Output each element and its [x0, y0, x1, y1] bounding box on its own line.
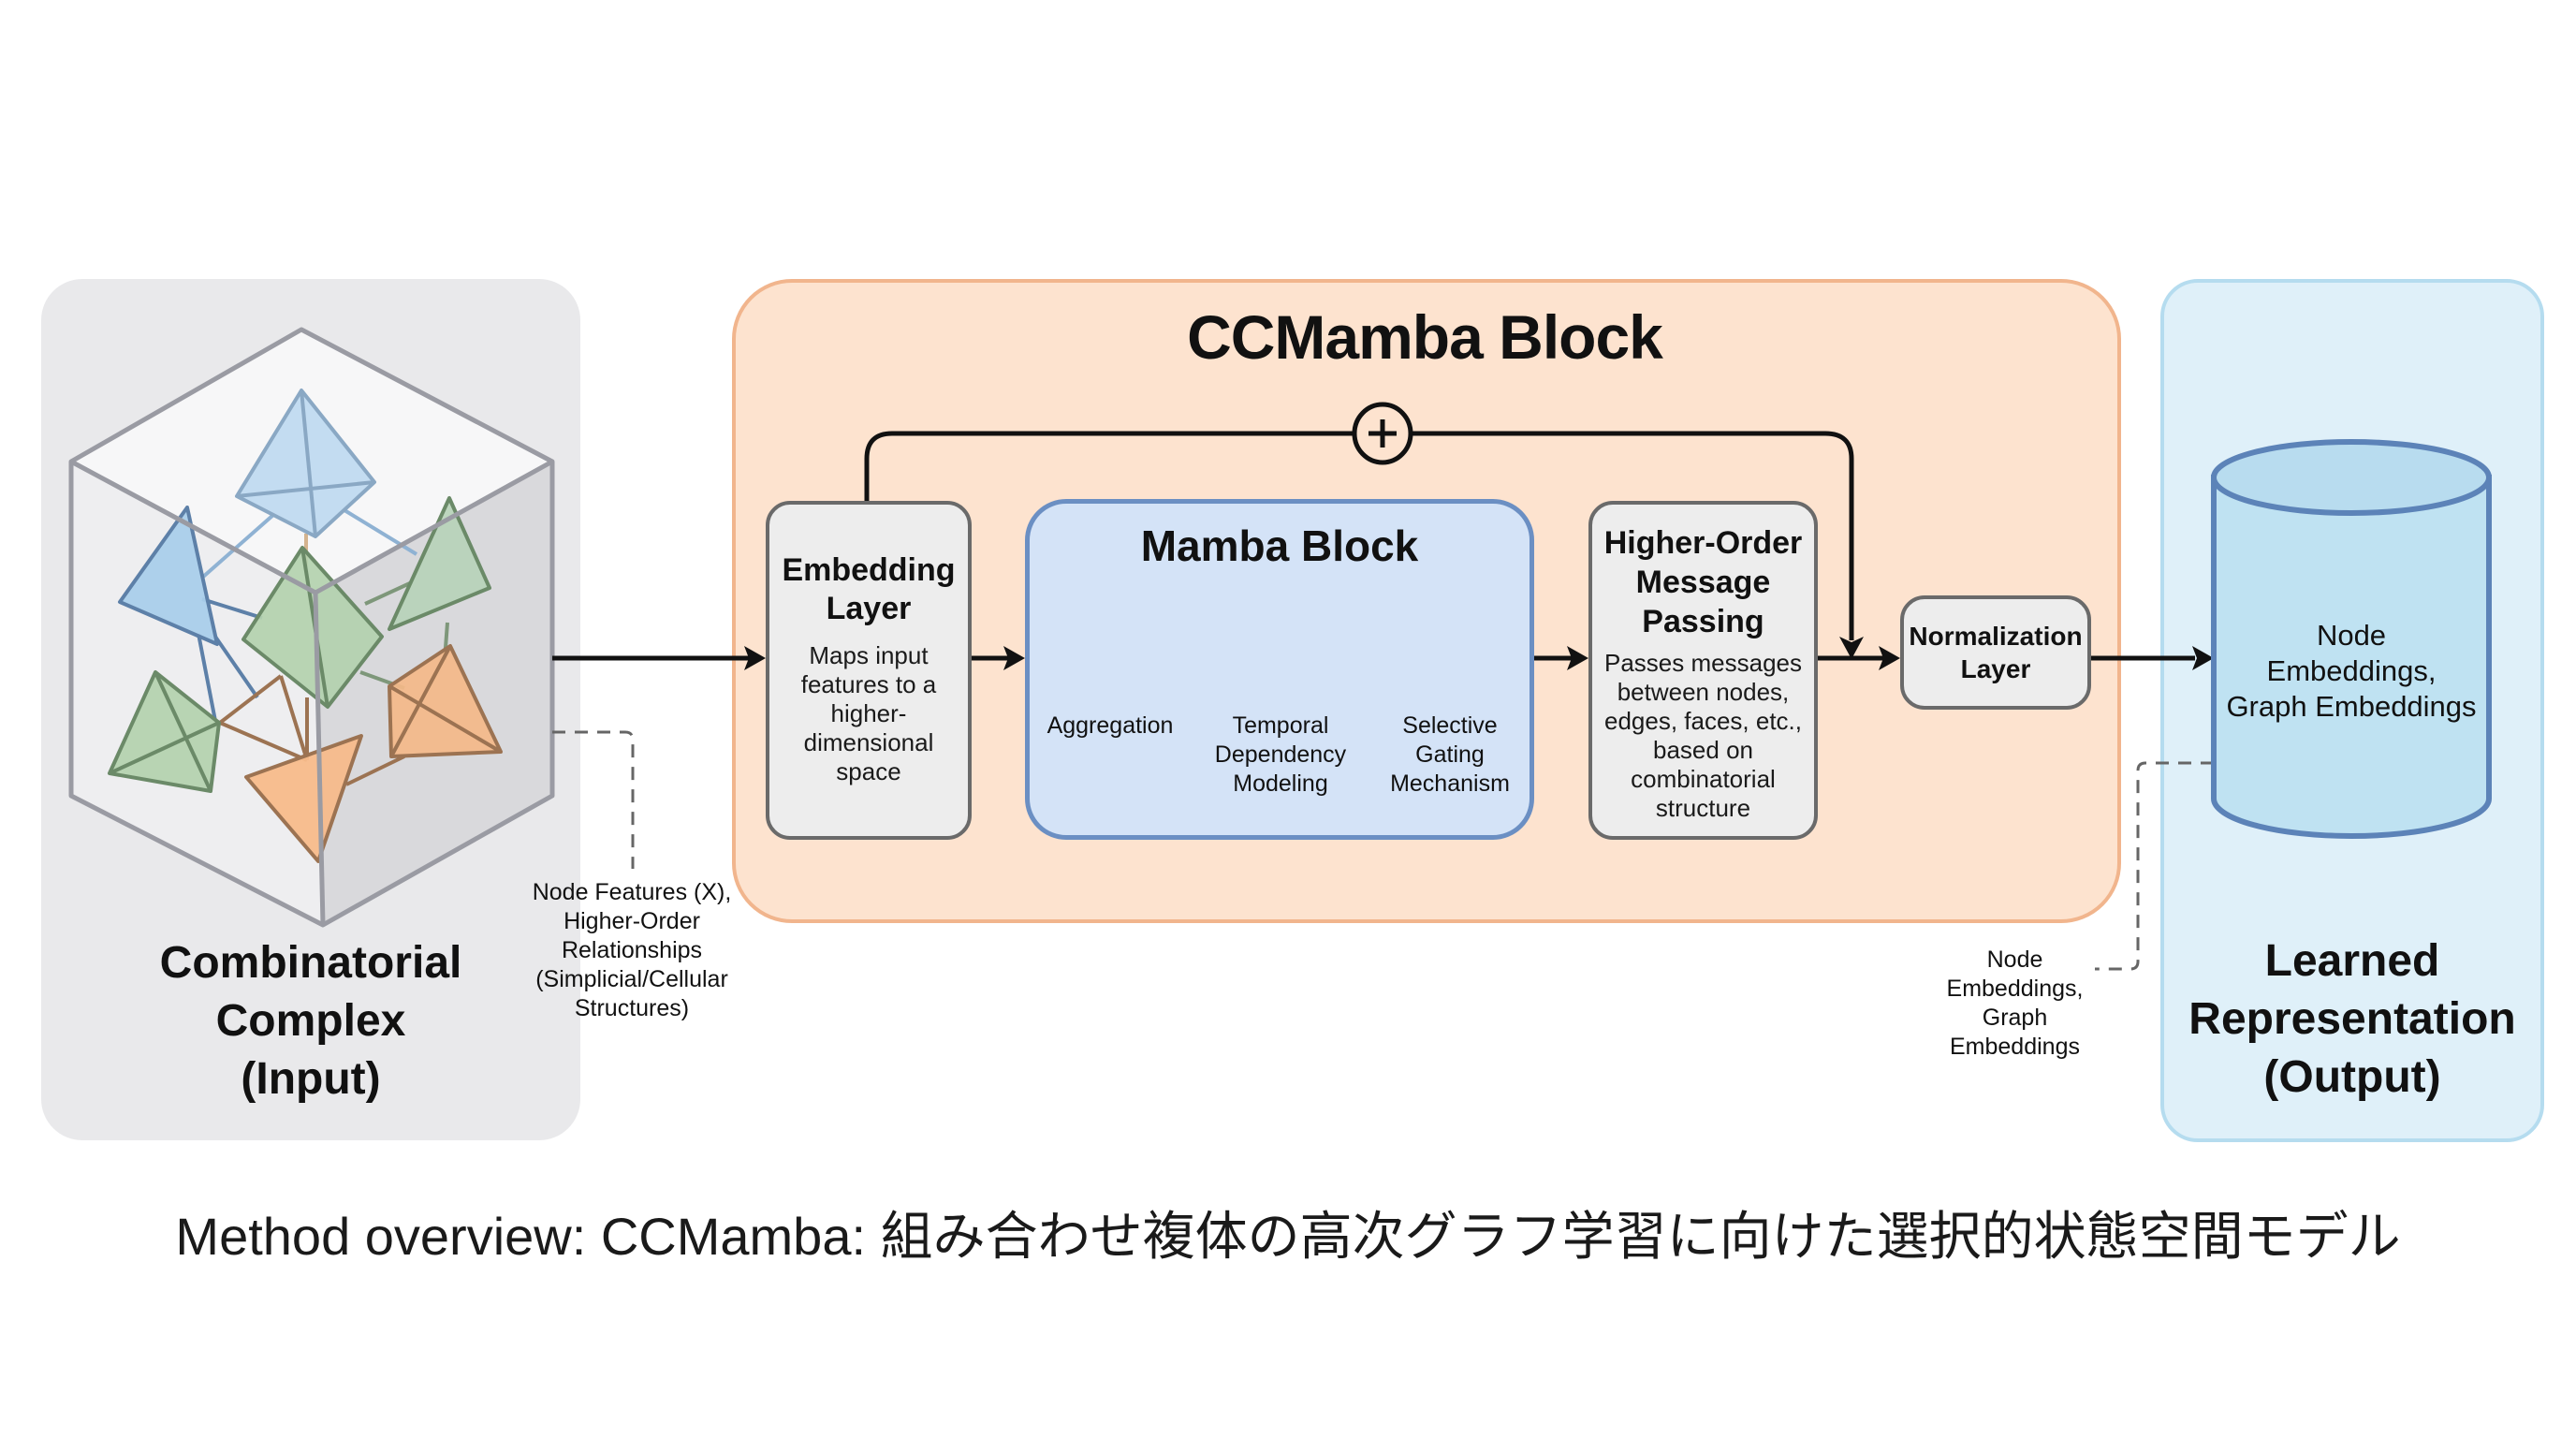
- output-title-line: (Output): [2263, 1052, 2441, 1102]
- output-title-line: Representation: [2188, 994, 2516, 1044]
- input-annotation-line: [552, 730, 635, 869]
- title-line: Passing: [1642, 604, 1764, 639]
- mamba-block-box: [1025, 499, 1534, 840]
- figure-caption: Method overview: CCMamba: 組み合わせ複体の高次グラフ学…: [175, 1207, 2401, 1266]
- label-line: Gating: [1415, 741, 1485, 768]
- embedding-layer-box: Embedding Layer Maps input features to a…: [766, 501, 972, 840]
- title-line: Higher-Order: [1603, 525, 1803, 561]
- desc-line: between nodes,: [1617, 678, 1790, 706]
- arrowhead-normalization: [1879, 646, 1900, 670]
- desc-line: space: [836, 757, 901, 785]
- annotation-dashed-lines: [552, 730, 2214, 971]
- cylinder-label: Node Embeddings, Graph Embeddings: [2214, 618, 2489, 725]
- desc-line: Maps input: [809, 641, 929, 669]
- desc-line: higher-: [830, 699, 907, 727]
- arrowheads: [744, 637, 2214, 670]
- label-line: Embeddings,: [2266, 654, 2437, 687]
- label-line: Embeddings: [1950, 1034, 2080, 1060]
- mamba-item-gating-label: Selective Gating Mechanism: [1370, 712, 1530, 799]
- label-line: Mechanism: [1390, 770, 1510, 797]
- green-triangle-right: [388, 496, 491, 631]
- arrowhead-message-passing: [1567, 646, 1588, 670]
- desc-line: Passes messages: [1604, 649, 1802, 677]
- cube-left-face: [71, 462, 323, 925]
- input-features-label: Node Features (X), Higher-Order Relation…: [505, 878, 758, 1023]
- mamba-item-temporal-label: Temporal Dependency Modeling: [1201, 712, 1360, 799]
- label-line: Graph Embeddings: [2226, 690, 2477, 723]
- label-line: Node: [1986, 946, 2043, 973]
- title-line: Normalization: [1909, 622, 2083, 651]
- arrowhead-mamba: [1003, 646, 1025, 670]
- desc-line: edges, faces, etc.,: [1603, 707, 1802, 735]
- green-tetrahedron-left: [108, 670, 221, 793]
- label-line: Graph: [1982, 1005, 2048, 1031]
- title-line: Embedding: [782, 552, 956, 588]
- message-passing-description: Passes messages between nodes, edges, fa…: [1604, 649, 1802, 823]
- output-panel-title: Learned Representation (Output): [2160, 932, 2544, 1107]
- cube-edges: [68, 327, 555, 928]
- label-line: Temporal: [1232, 712, 1329, 739]
- mamba-item-aggregation-label: Aggregation: [1035, 712, 1185, 741]
- desc-line: structure: [1655, 794, 1751, 822]
- arrowhead-output: [2192, 646, 2214, 670]
- label-line: Selective: [1402, 712, 1498, 739]
- label-line: Modeling: [1233, 770, 1328, 797]
- title-line: Message: [1635, 565, 1771, 600]
- message-passing-box: Higher-Order Message Passing Passes mess…: [1588, 501, 1818, 840]
- output-embeddings-label: Node Embeddings, Graph Embeddings: [1928, 946, 2101, 1062]
- message-passing-title: Higher-Order Message Passing: [1604, 523, 1803, 641]
- output-annotation-line: [2095, 761, 2214, 971]
- title-line: Layer: [1960, 654, 2031, 683]
- input-title-line: Combinatorial: [159, 938, 462, 988]
- label-line: Embeddings,: [1946, 976, 2084, 1002]
- blue-triangle-left: [118, 506, 219, 646]
- blue-tetrahedron-top: [235, 389, 376, 538]
- input-title-line: (Input): [241, 1054, 381, 1104]
- mamba-block-title: Mamba Block: [1140, 521, 1419, 570]
- arrowhead-embedding: [744, 646, 766, 670]
- normalization-layer-box: Normalization Layer: [1900, 595, 2091, 710]
- input-title-line: Complex: [215, 996, 406, 1046]
- label-line: Relationships: [561, 937, 703, 963]
- orange-triangle-center: [244, 734, 363, 863]
- label-line: Aggregation: [1046, 712, 1174, 739]
- desc-line: combinatorial: [1631, 765, 1776, 793]
- orange-tetrahedron-right: [388, 644, 503, 758]
- label-line: (Simplicial/Cellular: [535, 966, 728, 992]
- title-line: Layer: [826, 591, 912, 626]
- output-title-line: Learned: [2264, 936, 2440, 986]
- desc-line: features to a: [800, 670, 937, 698]
- label-line: Node Features (X),: [532, 879, 732, 905]
- embedding-layer-title: Embedding Layer: [782, 551, 955, 628]
- embedding-layer-description: Maps input features to a higher- dimensi…: [801, 641, 937, 786]
- input-panel-title: Combinatorial Complex (Input): [41, 934, 580, 1108]
- label-line: Node: [2316, 619, 2387, 652]
- ccmamba-block-title: CCMamba Block: [1187, 302, 1663, 372]
- normalization-layer-title: Normalization Layer: [1909, 620, 2082, 685]
- combinatorial-complex-illustration: [68, 327, 555, 928]
- desc-line: based on: [1653, 736, 1753, 764]
- add-node: [1352, 402, 1413, 465]
- arrowhead-skip: [1839, 637, 1864, 659]
- label-line: Dependency: [1214, 741, 1347, 768]
- output-cylinder: [2211, 439, 2492, 839]
- label-line: Structures): [574, 995, 690, 1021]
- label-line: Higher-Order: [564, 908, 700, 934]
- desc-line: dimensional: [803, 728, 934, 756]
